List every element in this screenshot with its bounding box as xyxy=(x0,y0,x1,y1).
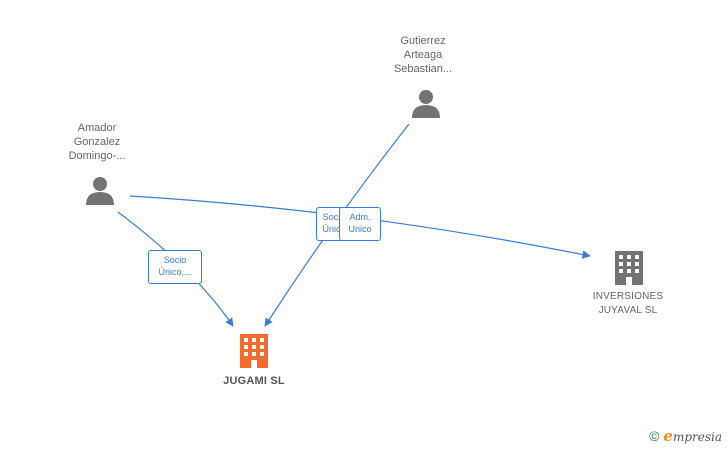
company-label-jugami[interactable]: JUGAMI SL xyxy=(194,374,314,388)
person-name-line-2: Arteaga xyxy=(403,49,443,61)
person-label-gutierrez[interactable]: Gutierrez Arteaga Sebastian... xyxy=(368,34,478,76)
company-name: JUGAMI SL xyxy=(223,375,285,387)
person-name-line-2: Gonzalez xyxy=(73,136,121,148)
relation-line-2: Único xyxy=(322,224,346,234)
person-name-line-1: Amador xyxy=(77,122,117,134)
relation-line-1: Socio xyxy=(322,212,346,222)
relation-line-1: Adm. xyxy=(349,212,371,222)
person-icon[interactable] xyxy=(85,175,115,205)
person-name-line-3: Domingo-... xyxy=(68,150,126,162)
person-label-amador[interactable]: Amador Gonzalez Domingo-... xyxy=(42,121,152,163)
building-icon[interactable] xyxy=(240,334,268,368)
relation-label-amador-jugami[interactable]: Socio Único,... xyxy=(148,250,202,284)
relation-label-amador-inversiones[interactable]: Adm. Unico xyxy=(339,207,381,241)
copyright-brand: © empresia xyxy=(649,427,722,445)
relation-line-2: Único,... xyxy=(158,267,192,277)
brand-logo: empresia xyxy=(663,427,722,445)
person-name-line-3: Sebastian... xyxy=(393,63,453,75)
company-name-line-1: INVERSIONES xyxy=(592,291,664,302)
relation-line-1: Socio xyxy=(163,255,187,265)
person-icon[interactable] xyxy=(411,88,441,118)
copyright-icon: © xyxy=(649,428,660,444)
company-label-inversiones[interactable]: INVERSIONES JUYAVAL SL xyxy=(568,290,688,318)
company-name-line-2: JUYAVAL SL xyxy=(598,305,658,316)
person-name-line-1: Gutierrez xyxy=(400,35,446,47)
relation-line-2: Unico xyxy=(348,224,372,234)
building-icon[interactable] xyxy=(615,251,643,285)
